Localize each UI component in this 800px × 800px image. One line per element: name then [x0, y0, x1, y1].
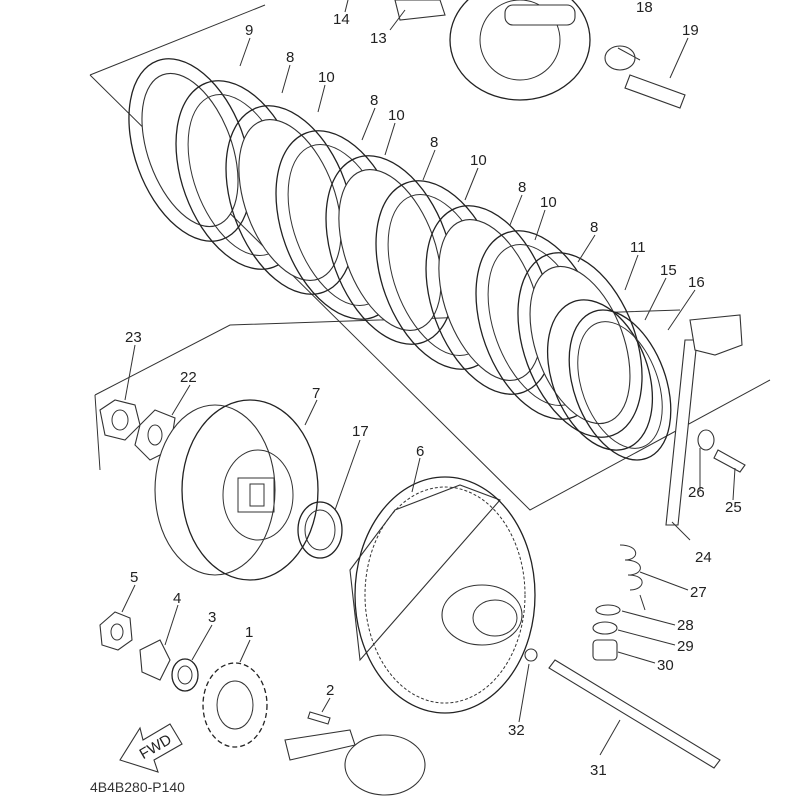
callout-5: 5 — [130, 569, 138, 586]
key — [307, 711, 331, 725]
callout-24: 24 — [695, 549, 712, 566]
callout-3: 3 — [208, 609, 216, 626]
callout-2: 2 — [326, 682, 334, 699]
part-code: 4B4B280-P140 — [90, 779, 185, 795]
callout-27: 27 — [690, 584, 707, 601]
callout-29: 29 — [677, 638, 694, 655]
callout-17: 17 — [352, 423, 369, 440]
plate-group-outline — [89, 4, 771, 511]
callout-labels: 9 8 10 8 10 8 10 8 10 8 11 15 16 14 13 1… — [125, 0, 742, 779]
callout-8: 8 — [590, 219, 598, 236]
primary-drive-gear — [202, 662, 268, 748]
clutch-plates-stack — [128, 58, 672, 461]
push-rod — [524, 648, 721, 769]
forward-arrow-icon: FWD — [119, 723, 183, 773]
callout-10: 10 — [388, 107, 405, 124]
leader-lines — [121, 0, 736, 756]
return-spring — [619, 544, 646, 611]
callout-10: 10 — [540, 194, 557, 211]
callout-13: 13 — [370, 30, 387, 47]
crankshaft-end — [284, 729, 426, 796]
callout-1: 1 — [245, 624, 253, 641]
callout-26: 26 — [688, 484, 705, 501]
callout-4: 4 — [173, 590, 181, 607]
callout-8: 8 — [430, 134, 438, 151]
callout-31: 31 — [590, 762, 607, 779]
push-lever-shaft — [665, 314, 746, 526]
lower-fasteners — [99, 611, 199, 692]
callout-25: 25 — [725, 499, 742, 516]
clutch-housing — [349, 476, 536, 714]
callout-8: 8 — [518, 179, 526, 196]
callout-10: 10 — [470, 152, 487, 169]
circlip — [297, 501, 343, 559]
callout-22: 22 — [180, 369, 197, 386]
callout-14: 14 — [333, 11, 350, 28]
callout-15: 15 — [660, 262, 677, 279]
callout-16: 16 — [688, 274, 705, 291]
callout-10: 10 — [318, 69, 335, 86]
callout-32: 32 — [508, 722, 525, 739]
callout-19: 19 — [682, 22, 699, 39]
callout-23: 23 — [125, 329, 142, 346]
callout-18: 18 — [636, 0, 653, 16]
callout-6: 6 — [416, 443, 424, 460]
callout-7: 7 — [312, 385, 320, 402]
callout-9: 9 — [245, 22, 253, 39]
callout-8: 8 — [286, 49, 294, 66]
callout-30: 30 — [657, 657, 674, 674]
pressure-plate-assembly — [394, 0, 686, 109]
clutch-boss — [154, 399, 319, 581]
seal-and-bearing — [592, 604, 621, 661]
callout-8: 8 — [370, 92, 378, 109]
callout-11: 11 — [630, 239, 646, 256]
callout-28: 28 — [677, 617, 694, 634]
